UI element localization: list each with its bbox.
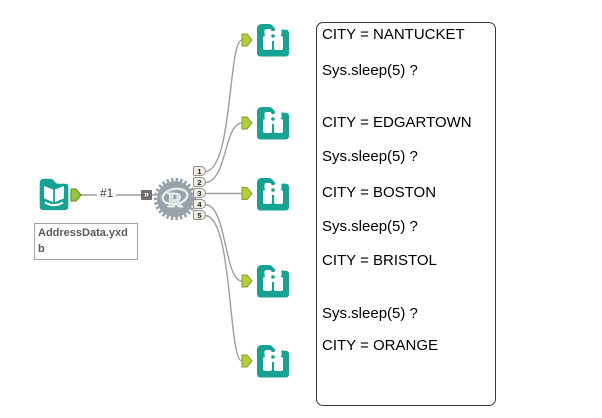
r-output-port-1[interactable]: 1 bbox=[193, 166, 206, 176]
r-logo-letter: R bbox=[167, 188, 183, 212]
browse4-input-anchor[interactable] bbox=[241, 274, 253, 288]
connection-wire-4[interactable] bbox=[204, 203, 243, 282]
comment-line: Sys.sleep(5) ? bbox=[322, 62, 418, 79]
r-output-port-3[interactable]: 3 bbox=[193, 188, 206, 198]
browse-tool-1[interactable] bbox=[254, 21, 292, 59]
browse3-input-anchor[interactable] bbox=[241, 187, 253, 200]
browse-tool-2[interactable] bbox=[254, 104, 292, 142]
connection-wire-1[interactable] bbox=[204, 39, 243, 173]
browse2-input-anchor[interactable] bbox=[241, 116, 253, 130]
connection-label[interactable]: #1 bbox=[97, 186, 117, 200]
comment-line: CITY = ORANGE bbox=[322, 337, 439, 354]
comment-line: CITY = EDGARTOWN bbox=[322, 114, 472, 131]
binoculars-icon bbox=[263, 112, 283, 133]
comment-line: CITY = BOSTON bbox=[322, 184, 437, 201]
comment-line: Sys.sleep(5) ? bbox=[322, 305, 418, 322]
browse1-input-anchor[interactable] bbox=[241, 33, 253, 47]
r-output-port-4[interactable]: 4 bbox=[193, 199, 206, 209]
comment-line: CITY = BRISTOL bbox=[322, 252, 437, 269]
comment-line: CITY = NANTUCKET bbox=[322, 26, 465, 43]
browse-tool-5[interactable] bbox=[254, 342, 292, 380]
binoculars-icon bbox=[263, 350, 283, 371]
gear-icon: R bbox=[153, 177, 197, 221]
comment-box[interactable]: CITY = NANTUCKET Sys.sleep(5) ? CITY = E… bbox=[316, 22, 496, 406]
browse-tool-3[interactable] bbox=[254, 175, 292, 213]
binoculars-icon bbox=[263, 29, 283, 50]
browse-tool-4[interactable] bbox=[254, 262, 292, 300]
binoculars-icon bbox=[263, 270, 283, 291]
input-output-anchor[interactable] bbox=[70, 188, 82, 202]
wireless-connection-icon: » bbox=[141, 190, 152, 200]
input-annotation-label[interactable]: AddressData.yxdb bbox=[34, 223, 138, 260]
r-output-port-5[interactable]: 5 bbox=[193, 210, 206, 220]
r-output-port-2[interactable]: 2 bbox=[193, 177, 206, 187]
browse5-input-anchor[interactable] bbox=[241, 354, 253, 368]
binoculars-icon bbox=[263, 183, 283, 204]
input-data-tool[interactable] bbox=[37, 176, 71, 212]
connection-wire-5[interactable] bbox=[204, 214, 243, 362]
connection-wire-2[interactable] bbox=[204, 122, 243, 184]
comment-line: Sys.sleep(5) ? bbox=[322, 218, 418, 235]
comment-line: Sys.sleep(5) ? bbox=[322, 148, 418, 165]
open-book-icon bbox=[44, 185, 64, 207]
